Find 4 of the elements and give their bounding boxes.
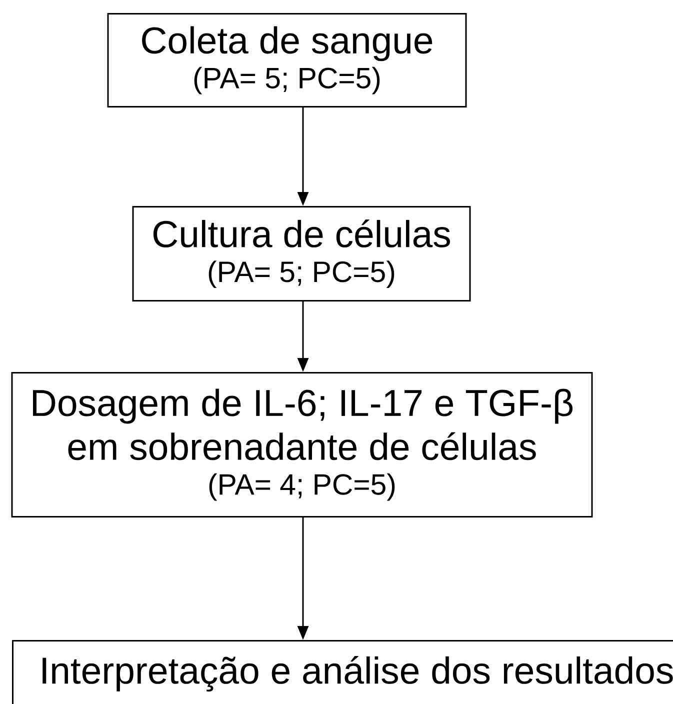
process-box: Dosagem de IL-6; IL-17 e TGF-β em sobrenadante de células (PA= 4; PC=5) (11, 372, 593, 518)
process-box: Interpretação e análise dos resultados (12, 640, 673, 704)
process-box: Coleta de sangue (PA= 5; PC=5) (107, 13, 467, 108)
process-box: Cultura de células (PA= 5; PC=5) (132, 206, 471, 302)
